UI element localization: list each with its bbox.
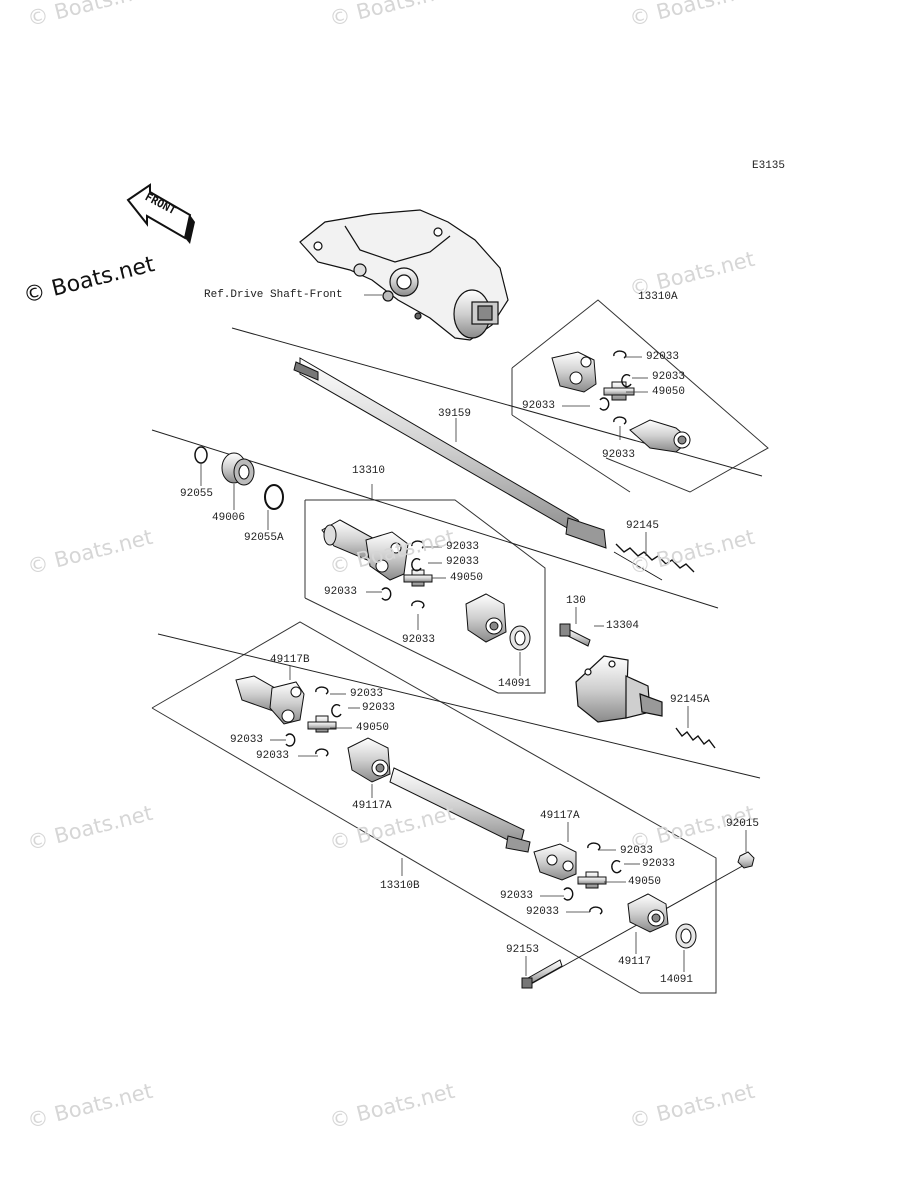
yoke-13310A-rear-icon: [629, 419, 691, 453]
spring-92145A-icon: [675, 727, 716, 749]
yoke-49117B-icon: [235, 675, 305, 725]
callout-130[interactable]: 130: [566, 595, 586, 607]
callout-92033[interactable]: 92033: [500, 890, 534, 902]
cross-joint-49050-d-icon: [577, 871, 607, 889]
cross-joint-49050-b-icon: [403, 569, 433, 587]
callout-92145[interactable]: 92145: [626, 520, 660, 532]
callout-92033[interactable]: 92033: [402, 634, 436, 646]
assembly-outline-13310: [304, 499, 546, 694]
oring-92055A-icon: [264, 484, 284, 510]
spring-92145-icon: [613, 543, 695, 581]
gear-case-icon: [299, 209, 509, 341]
callout-13304[interactable]: 13304: [606, 620, 640, 632]
callout-49050[interactable]: 49050: [450, 572, 484, 584]
callout-13310A[interactable]: 13310A: [638, 291, 678, 303]
housing-13304-icon: [575, 655, 663, 723]
cross-joint-49050-c-icon: [307, 715, 337, 733]
leader-lines: [200, 294, 747, 976]
yoke-49117-icon: [627, 893, 669, 933]
nut-92015-icon: [737, 851, 755, 869]
callout-92033[interactable]: 92033: [620, 845, 654, 857]
washer-14091-a-icon: [509, 625, 531, 651]
callout-49050[interactable]: 49050: [628, 876, 662, 888]
assembly-outline-13310A: [511, 299, 769, 493]
bolt-92153-icon: [521, 959, 563, 989]
callout-14091[interactable]: 14091: [498, 678, 532, 690]
yoke-13310A-front-icon: [551, 351, 597, 393]
callout-39159[interactable]: 39159: [438, 408, 472, 420]
callout-92153[interactable]: 92153: [506, 944, 540, 956]
callout-92033[interactable]: 92033: [446, 541, 480, 553]
callout-14091[interactable]: 14091: [660, 974, 694, 986]
callout-92033[interactable]: 92033: [642, 858, 676, 870]
callout-13310B[interactable]: 13310B: [380, 880, 420, 892]
cross-joint-49050-a-icon: [603, 381, 635, 401]
callout-92033[interactable]: 92033: [602, 449, 636, 461]
callout-92033[interactable]: 92033: [646, 351, 680, 363]
callout-92033[interactable]: 92033: [446, 556, 480, 568]
circlip-icons: [285, 350, 632, 915]
shaft-13310B-icon: [389, 767, 531, 853]
callout-92033[interactable]: 92033: [350, 688, 384, 700]
callout-92033[interactable]: 92033: [522, 400, 556, 412]
reference-label: Ref.Drive Shaft-Front: [204, 289, 343, 301]
callout-49117[interactable]: 49117: [618, 956, 652, 968]
shaft-39159-icon: [293, 357, 607, 549]
callout-49117A[interactable]: 49117A: [352, 800, 392, 812]
callout-92033[interactable]: 92033: [652, 371, 686, 383]
callout-49050[interactable]: 49050: [652, 386, 686, 398]
diagram-code: E3135: [752, 160, 786, 172]
yoke-49117A-b-icon: [533, 843, 577, 881]
washer-14091-b-icon: [675, 923, 697, 949]
assembly-outline-13310B: [151, 621, 717, 994]
callout-49117B[interactable]: 49117B: [270, 654, 310, 666]
yoke-13310-rear-icon: [465, 593, 507, 643]
callout-49050[interactable]: 49050: [356, 722, 390, 734]
callout-92145A[interactable]: 92145A: [670, 694, 710, 706]
bushing-49006-icon: [221, 452, 255, 486]
callout-92015[interactable]: 92015: [726, 818, 760, 830]
callout-49117A[interactable]: 49117A: [540, 810, 580, 822]
propeller-shaft-13310-icon: [321, 519, 409, 581]
callout-92055A[interactable]: 92055A: [244, 532, 284, 544]
yoke-49117A-a-icon: [347, 737, 391, 783]
callout-49006[interactable]: 49006: [212, 512, 246, 524]
callout-92033[interactable]: 92033: [230, 734, 264, 746]
oring-92055-icon: [194, 446, 208, 464]
callout-13310[interactable]: 13310: [352, 465, 386, 477]
callout-92033[interactable]: 92033: [256, 750, 290, 762]
callout-92055[interactable]: 92055: [180, 488, 214, 500]
bolt-130-icon: [559, 623, 591, 647]
callout-92033[interactable]: 92033: [362, 702, 396, 714]
callout-92033[interactable]: 92033: [526, 906, 560, 918]
callout-92033[interactable]: 92033: [324, 586, 358, 598]
front-arrow-icon: FRONT: [126, 183, 195, 244]
